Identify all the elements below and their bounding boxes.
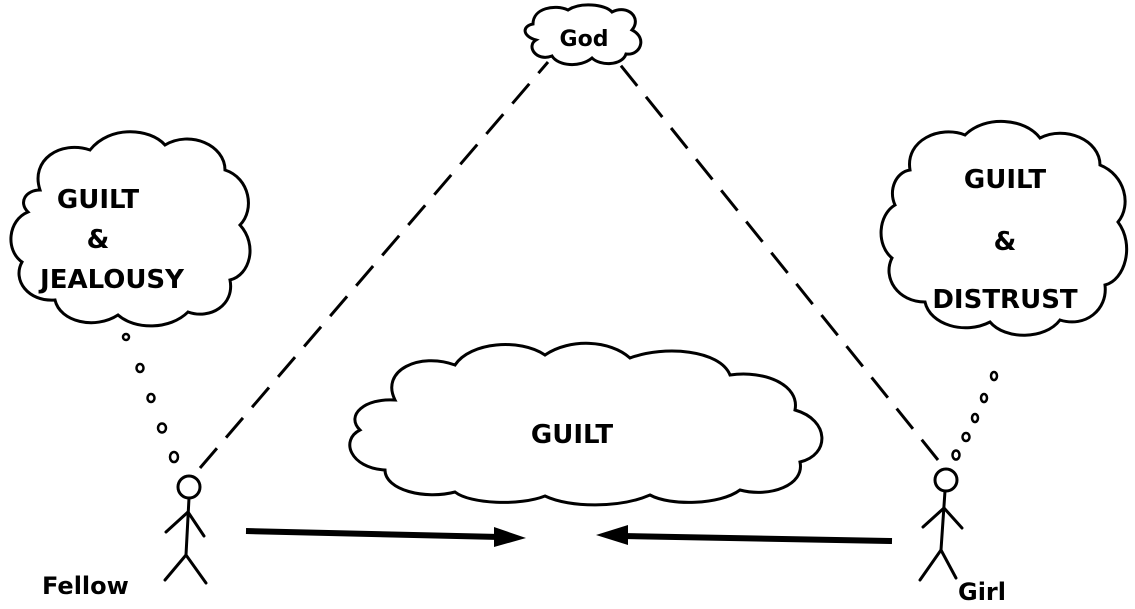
fellow-thought-line-1: GUILT (57, 185, 139, 215)
girl-thought-line-2: & (994, 227, 1017, 257)
girl-thought-line-1: GUILT (964, 165, 1046, 195)
fellow-arrow (246, 527, 526, 547)
god-cloud: God (525, 5, 641, 65)
girl-head (935, 469, 957, 491)
thought-dot (963, 433, 970, 441)
girl-body (941, 491, 945, 550)
thought-dot (953, 451, 960, 460)
god-label: God (560, 27, 609, 52)
fellow-thought-line-3: JEALOUSY (38, 265, 185, 295)
thought-dot (972, 414, 978, 422)
fellow-body (186, 498, 189, 555)
fellow-left-arm (166, 512, 188, 532)
fellow-head (178, 476, 200, 498)
girl-right-arm (944, 508, 962, 528)
central-guilt-cloud: GUILT (350, 343, 822, 505)
thought-dot (148, 394, 155, 402)
girl-left-arm (923, 508, 944, 527)
fellow-stick-figure (165, 476, 206, 583)
fellow-label: Fellow (42, 572, 129, 600)
fellow-thought-cloud: GUILT & JEALOUSY (11, 132, 250, 326)
girl-thought-cloud: GUILT & DISTRUST (881, 121, 1127, 335)
fellow-right-leg (186, 555, 206, 583)
thought-dot (981, 394, 987, 402)
girl-thought-bubbles (953, 372, 998, 460)
fellow-left-leg (165, 555, 186, 580)
girl-thought-line-3: DISTRUST (932, 285, 1078, 315)
girl-label: Girl (958, 578, 1006, 604)
fellow-right-arm (188, 512, 204, 536)
thought-dot (123, 334, 129, 340)
thought-dot (170, 452, 178, 462)
girl-left-leg (920, 550, 941, 580)
girl-stick-figure (920, 469, 962, 580)
thought-dot (991, 372, 997, 380)
thought-dot (158, 424, 166, 433)
fellow-thought-bubbles (123, 334, 178, 462)
girl-arrow (596, 525, 892, 545)
fellow-thought-line-2: & (87, 225, 110, 255)
girl-right-leg (941, 550, 956, 578)
central-cloud-label: GUILT (531, 420, 613, 450)
thought-dot (137, 364, 144, 372)
